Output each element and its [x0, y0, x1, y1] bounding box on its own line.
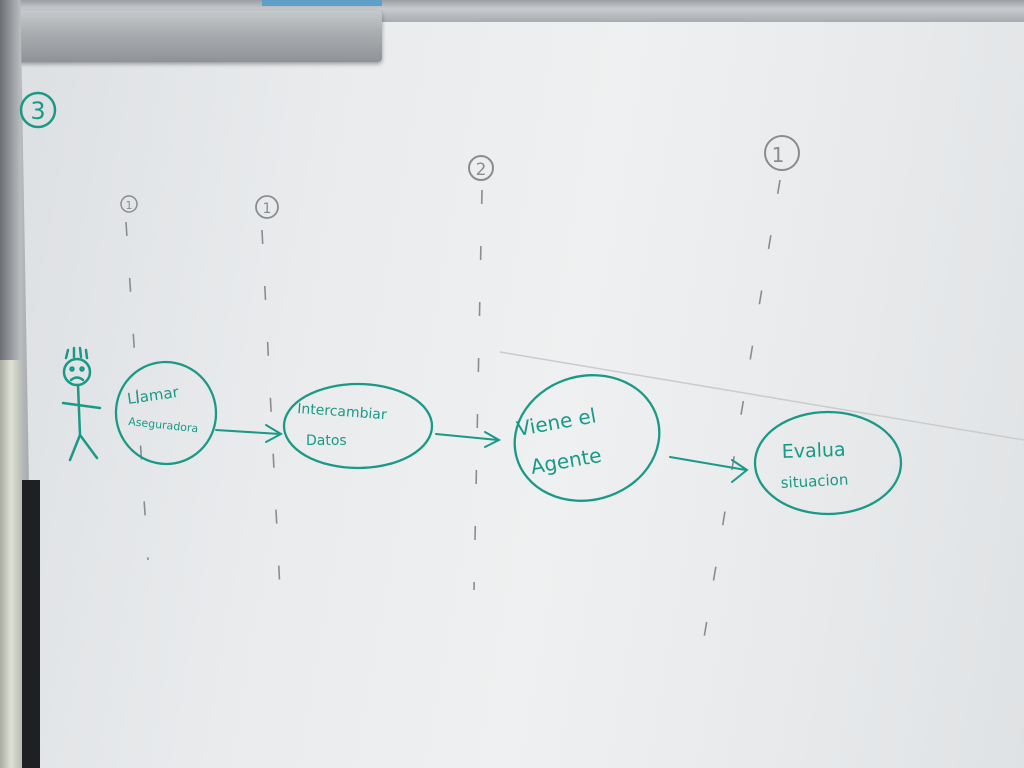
stick-figure-head: [62, 357, 92, 387]
label-intercambiar-line2: Datos: [306, 433, 347, 449]
arrow-1-shaft: [215, 429, 281, 435]
stand-post: [0, 360, 22, 768]
stick-figure-mouth: [69, 376, 85, 382]
faint-line: [499, 351, 1024, 441]
blue-strip: [262, 0, 382, 6]
step-number-text: 1: [126, 199, 133, 212]
lifeline-2: [261, 229, 281, 591]
label-llamar-line1: Llamar: [126, 383, 181, 408]
corner-number-3: 3: [19, 91, 57, 129]
ellipse-viene: [513, 374, 661, 502]
stick-figure-body: [76, 383, 82, 437]
step-number-text: 1: [263, 201, 272, 217]
label-viene: Viene el Agente: [515, 403, 604, 479]
stick-figure-legs: [68, 433, 99, 462]
label-evalua-line2: situacion: [780, 470, 849, 492]
stick-figure-eye: [79, 366, 85, 372]
stick-figure-hair: [64, 346, 89, 360]
stick-figure-arms: [61, 401, 102, 410]
label-intercambiar: Intercambiar Datos: [297, 401, 388, 449]
corner-number-circle: [19, 91, 57, 129]
arrow-3-head: [731, 459, 749, 483]
label-llamar-line2: Aseguradora: [128, 415, 199, 435]
step-number-circle: [764, 135, 800, 171]
ellipse-llamar: [114, 360, 218, 466]
step-number-1a: 1: [120, 195, 138, 213]
step-number-text: 2: [476, 160, 487, 180]
flow-arrows: [215, 424, 749, 483]
ellipse-evalua: [753, 410, 903, 516]
step-number-2: 2: [468, 155, 494, 181]
step-number-circle: [255, 195, 279, 219]
step-number-circle: [468, 155, 494, 181]
label-viene-line2: Agente: [529, 443, 604, 479]
stick-figure-eye: [69, 366, 75, 372]
lifeline-3: [473, 189, 483, 591]
step-number-text: 1: [772, 143, 785, 167]
arrow-2-head: [484, 431, 502, 448]
corner-number-text: 3: [30, 97, 45, 125]
arrow-3-shaft: [669, 456, 747, 471]
arrow-1-head: [265, 424, 284, 443]
step-number-1c: 1: [764, 135, 800, 171]
label-intercambiar-line1: Intercambiar: [297, 401, 388, 423]
arrow-2-shaft: [435, 433, 499, 441]
stick-figure: [61, 346, 102, 462]
step-number-1b: 1: [255, 195, 279, 219]
step-number-circle: [120, 195, 138, 213]
marker-tray: [12, 10, 382, 62]
ellipse-intercambiar: [282, 382, 434, 470]
label-evalua: Evalua situacion: [780, 439, 849, 492]
lifeline-4: [701, 179, 781, 651]
dashed-lifelines: [125, 179, 781, 651]
label-llamar: Llamar Aseguradora: [126, 383, 199, 435]
label-evalua-line1: Evalua: [781, 439, 846, 463]
lifeline-1: [125, 221, 149, 561]
process-ellipses: [114, 360, 903, 516]
